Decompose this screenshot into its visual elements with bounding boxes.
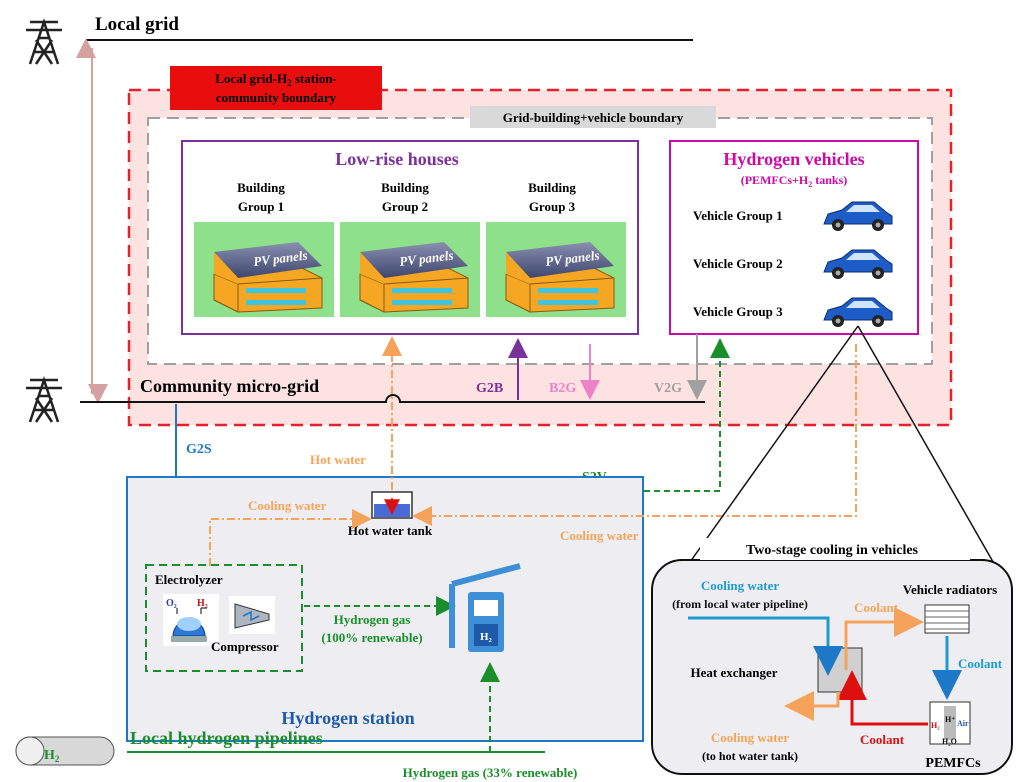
cooling-water-in-source: (from local water pipeline): [672, 597, 808, 611]
svg-text:Building: Building: [381, 180, 429, 195]
tower-icon-top: [26, 18, 62, 65]
electrolyzer-label: Electrolyzer: [155, 572, 223, 587]
inner-boundary-label-box: [470, 106, 716, 128]
svg-text:Group 3: Group 3: [529, 199, 576, 214]
tower-icon-bottom: [26, 376, 62, 423]
hydrogen-gas-label: Hydrogen gas: [334, 612, 411, 627]
two-stage-title: Two-stage cooling in vehicles: [746, 543, 919, 558]
hydrogen-dispenser-icon: H₂: [449, 563, 521, 652]
renewable-100-label: (100% renewable): [321, 630, 422, 645]
car-icon-1: [823, 201, 893, 231]
svg-text:Building: Building: [237, 180, 285, 195]
low-rise-houses-title: Low-rise houses: [335, 149, 459, 169]
building-image-1: PV panels: [194, 222, 334, 317]
coolant-label-3: Coolant: [860, 732, 905, 747]
vehicle-group-3-label: Vehicle Group 3: [693, 304, 783, 319]
coolant-label-2: Coolant: [958, 656, 1003, 671]
hydrogen-vehicles-subtitle: (PEMFCs+H2 tanks): [741, 173, 848, 189]
pemfcs-label: PEMFCs: [925, 756, 981, 771]
pipeline-label: Local hydrogen pipelines: [130, 728, 323, 748]
g2s-label: G2S: [186, 442, 212, 457]
micro-grid-line: [80, 394, 705, 403]
hydrogen-station-label: Hydrogen station: [281, 708, 414, 728]
inner-boundary-label: Grid-building+vehicle boundary: [503, 110, 684, 125]
g2b-label: G2B: [476, 381, 503, 396]
building-group-2: Building Group 2: [381, 180, 429, 214]
hot-water-label: Hot water: [310, 452, 366, 467]
cooling-water-out-label: Cooling water: [711, 730, 790, 745]
svg-text:H2: H2: [44, 748, 60, 764]
hydrogen-gas-33-label: Hydrogen gas (33% renewable): [403, 765, 578, 780]
electrolyzer-icon: O₂ H₂: [163, 594, 219, 646]
cooling-water-arrow-2: [412, 344, 857, 526]
cooling-water-in-label: Cooling water: [701, 578, 780, 593]
zoom-line-right: [857, 325, 1009, 589]
hot-water-tank-icon: [371, 491, 413, 519]
building-image-2: PV panels: [340, 222, 480, 317]
heat-exchanger-label: Heat exchanger: [690, 665, 777, 680]
v2g-label: V2G: [654, 381, 682, 396]
svg-text:PV panels: PV panels: [399, 247, 455, 269]
cooling-water-label-2: Cooling water: [560, 528, 639, 543]
outer-boundary-label-box: [170, 66, 382, 110]
svg-text:PV panels: PV panels: [253, 247, 309, 269]
svg-text:H₂: H₂: [931, 721, 940, 730]
svg-text:Group 2: Group 2: [382, 199, 428, 214]
svg-text:Air: Air: [957, 719, 969, 728]
pipeline-icon: H2: [15, 736, 115, 766]
cooling-water-out-arrow: [784, 691, 840, 721]
cooling-water-in-arrow: [688, 616, 843, 676]
svg-text:H₂: H₂: [197, 598, 208, 609]
coolant-arrow-1: [844, 607, 924, 670]
cooling-water-out-dest: (to hot water tank): [702, 749, 798, 763]
radiator-icon: [924, 604, 970, 634]
svg-text:O₂: O₂: [166, 598, 177, 609]
building-group-1: Building Group 1: [237, 180, 285, 214]
car-icon-2: [823, 249, 893, 279]
building-group-3: Building Group 3: [528, 180, 576, 214]
svg-text:H⁺: H⁺: [945, 715, 955, 724]
svg-text:H₂: H₂: [480, 631, 493, 643]
svg-text:Group 1: Group 1: [238, 199, 284, 214]
coolant-label-1: Coolant: [854, 600, 899, 615]
vehicle-group-2-label: Vehicle Group 2: [693, 256, 783, 271]
hot-water-tank-label: Hot water tank: [348, 523, 433, 538]
outer-boundary-label-2: community boundary: [216, 90, 337, 105]
vehicle-radiators-label: Vehicle radiators: [903, 582, 997, 597]
cooling-water-label-1: Cooling water: [248, 498, 327, 513]
outer-boundary-label: Local grid-H2 station-: [215, 71, 337, 88]
electrolyzer-box: [145, 564, 303, 672]
compressor-label: Compressor: [211, 639, 279, 654]
svg-text:PV panels: PV panels: [545, 247, 601, 269]
car-icon-3: [823, 297, 893, 327]
local-grid-label: Local grid: [95, 14, 179, 35]
svg-text:H₂O: H₂O: [942, 737, 957, 746]
hydrogen-vehicles-title: Hydrogen vehicles: [723, 149, 864, 169]
micro-grid-label: Community micro-grid: [140, 376, 319, 396]
heat-exchanger-icon: [817, 647, 863, 693]
pemfc-stack-icon: H₂ H⁺ Air H₂O: [929, 701, 971, 746]
b2g-label: B2G: [549, 381, 576, 396]
compressor-icon: [229, 596, 275, 634]
svg-text:Building: Building: [528, 180, 576, 195]
vehicle-group-1-label: Vehicle Group 1: [693, 208, 783, 223]
building-image-3: PV panels: [486, 222, 626, 317]
coolant-arrow-3: [837, 670, 928, 726]
zoom-line-left: [689, 325, 859, 563]
